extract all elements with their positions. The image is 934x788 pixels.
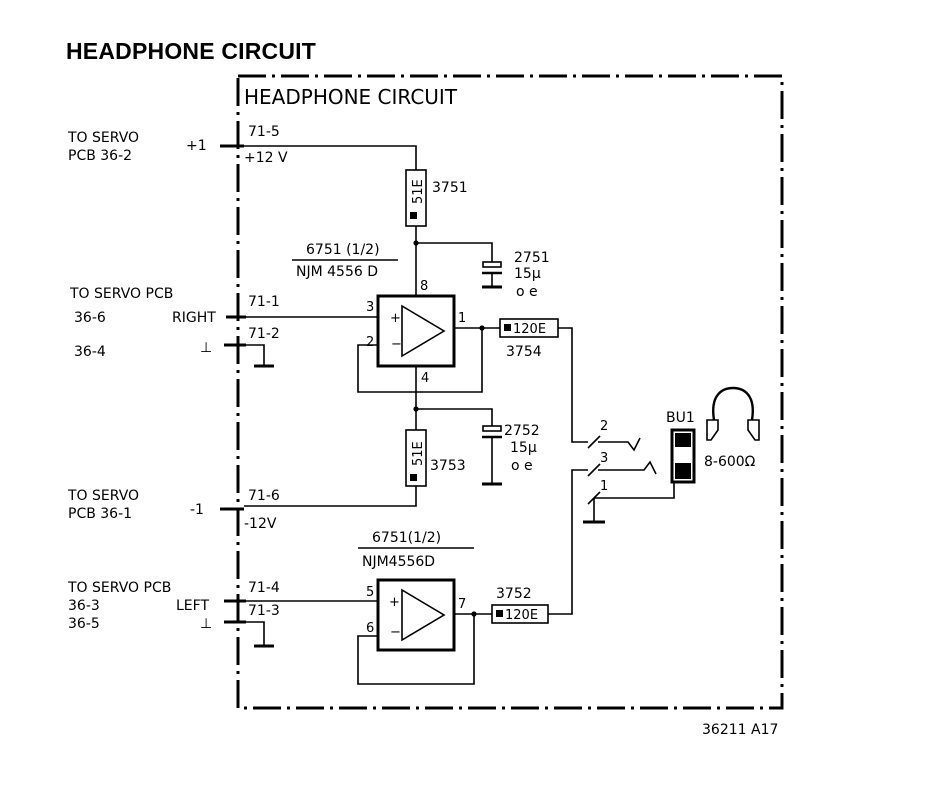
capacitor-2751-value: 15µ bbox=[514, 266, 541, 282]
right-pin: 71-1 bbox=[248, 294, 280, 310]
minus-supply: TO SERVO PCB 36-1 -1 71-6 -12V bbox=[67, 488, 280, 532]
ic-bottom-pin-minus: 6 bbox=[366, 621, 374, 636]
ic-top-ref: 6751 (1/2) bbox=[306, 242, 380, 258]
jack-ref: BU1 bbox=[666, 410, 695, 426]
right-gnd-pin: 71-2 bbox=[248, 326, 280, 342]
ic-top-minus: − bbox=[391, 337, 402, 352]
resistor-3751: 51E 3751 bbox=[405, 169, 468, 227]
capacitor-2751-note: o e bbox=[516, 284, 538, 300]
plus-voltage: +12 V bbox=[244, 150, 288, 166]
capacitor-2751-ref: 2751 bbox=[514, 250, 550, 266]
jack-icon bbox=[670, 428, 696, 484]
resistor-3752-ref: 3752 bbox=[496, 586, 532, 602]
resistor-3754: 120E 3754 bbox=[499, 318, 559, 360]
plus-source-line1: TO SERVO bbox=[67, 130, 139, 146]
jack-pin-right: 2 bbox=[600, 419, 608, 434]
ic-bottom-part: NJM4556D bbox=[362, 554, 435, 570]
minus-pin: 71-6 bbox=[248, 488, 280, 504]
drawing-number: 36211 A17 bbox=[702, 722, 778, 738]
resistor-3754-ref: 3754 bbox=[506, 344, 542, 360]
ic-top-pin-vee: 4 bbox=[421, 371, 429, 386]
jack-pin-gnd: 1 bbox=[600, 479, 608, 494]
plus-supply: TO SERVO PCB 36-2 +1 71-5 +12 V bbox=[67, 124, 417, 170]
resistor-3753: 51E 3753 bbox=[405, 429, 466, 487]
left-input: TO SERVO PCB 36-3 LEFT 71-4 36-5 ⊥ 71-3 bbox=[67, 580, 378, 648]
right-label: RIGHT bbox=[172, 310, 216, 326]
jack-bu1: BU1 8-600Ω bbox=[666, 386, 760, 484]
capacitor-icon bbox=[482, 261, 502, 268]
plus-source-line2: PCB 36-2 bbox=[68, 148, 132, 164]
ic-bottom-plus: + bbox=[389, 595, 400, 610]
resistor-3753-ref: 3753 bbox=[430, 458, 466, 474]
ic-top-pin-out: 1 bbox=[458, 311, 466, 326]
ic-6751-bottom: 6751(1/2) NJM4556D + − 5 6 7 bbox=[358, 530, 474, 652]
left-pin: 71-4 bbox=[248, 580, 280, 596]
minus-source-line2: PCB 36-1 bbox=[68, 506, 132, 522]
left-source: TO SERVO PCB bbox=[67, 580, 171, 596]
right-ref-b: 36-4 bbox=[74, 344, 106, 360]
capacitor-2751: 2751 15µ o e bbox=[416, 242, 550, 300]
capacitor-2752-ref: 2752 bbox=[504, 423, 540, 439]
resistor-3752-value: 120E bbox=[505, 608, 538, 623]
jack-impedance: 8-600Ω bbox=[704, 454, 756, 470]
ic-top-pin-plus: 3 bbox=[366, 300, 374, 315]
minus-voltage: -12V bbox=[244, 516, 277, 532]
capacitor-2752: 2752 15µ o e bbox=[416, 408, 540, 486]
ic-top-plus: + bbox=[390, 311, 401, 326]
resistor-3752: 120E 3752 bbox=[491, 586, 549, 624]
jack-pin-left: 3 bbox=[600, 451, 608, 466]
left-gnd-pin: 71-3 bbox=[248, 603, 280, 619]
capacitor-2752-value: 15µ bbox=[510, 440, 537, 456]
left-ref-b: 36-5 bbox=[68, 616, 100, 632]
resistor-3751-value: 51E bbox=[411, 179, 426, 204]
right-ref-a: 36-6 bbox=[74, 310, 106, 326]
right-ground-symbol: ⊥ bbox=[200, 340, 212, 356]
ic-bottom-pin-out: 7 bbox=[458, 597, 466, 612]
ic-bottom-minus: − bbox=[390, 625, 401, 640]
plus-pin: 71-5 bbox=[248, 124, 280, 140]
headphone-icon bbox=[706, 386, 760, 441]
box-title: HEADPHONE CIRCUIT bbox=[244, 85, 458, 109]
left-ref-a: 36-3 bbox=[68, 598, 100, 614]
resistor-3751-ref: 3751 bbox=[432, 180, 468, 196]
left-label: LEFT bbox=[176, 598, 209, 614]
minus-source-line1: TO SERVO bbox=[67, 488, 139, 504]
minus-label: -1 bbox=[190, 502, 204, 518]
right-source: TO SERVO PCB bbox=[69, 286, 173, 302]
plus-label: +1 bbox=[186, 138, 207, 154]
ic-top-part: NJM 4556 D bbox=[296, 264, 378, 280]
ic-bottom-pin-plus: 5 bbox=[366, 585, 374, 600]
jack-contacts: 2 3 1 bbox=[583, 419, 675, 524]
ic-6751-top: 6751 (1/2) NJM 4556 D 8 + − 3 2 1 4 bbox=[292, 242, 466, 386]
ic-top-pin-vcc: 8 bbox=[420, 279, 428, 294]
capacitor-2752-note: o e bbox=[511, 458, 533, 474]
ic-top-pin-minus: 2 bbox=[366, 335, 374, 350]
right-input: TO SERVO PCB 36-6 RIGHT 71-1 36-4 ⊥ 71-2 bbox=[69, 286, 378, 368]
page-title: HEADPHONE CIRCUIT bbox=[66, 38, 317, 64]
resistor-3753-value: 51E bbox=[411, 441, 426, 466]
ic-bottom-ref: 6751(1/2) bbox=[372, 530, 441, 546]
resistor-3754-value: 120E bbox=[513, 322, 546, 337]
circuit-boundary bbox=[236, 74, 784, 710]
left-ground-symbol: ⊥ bbox=[200, 616, 212, 632]
